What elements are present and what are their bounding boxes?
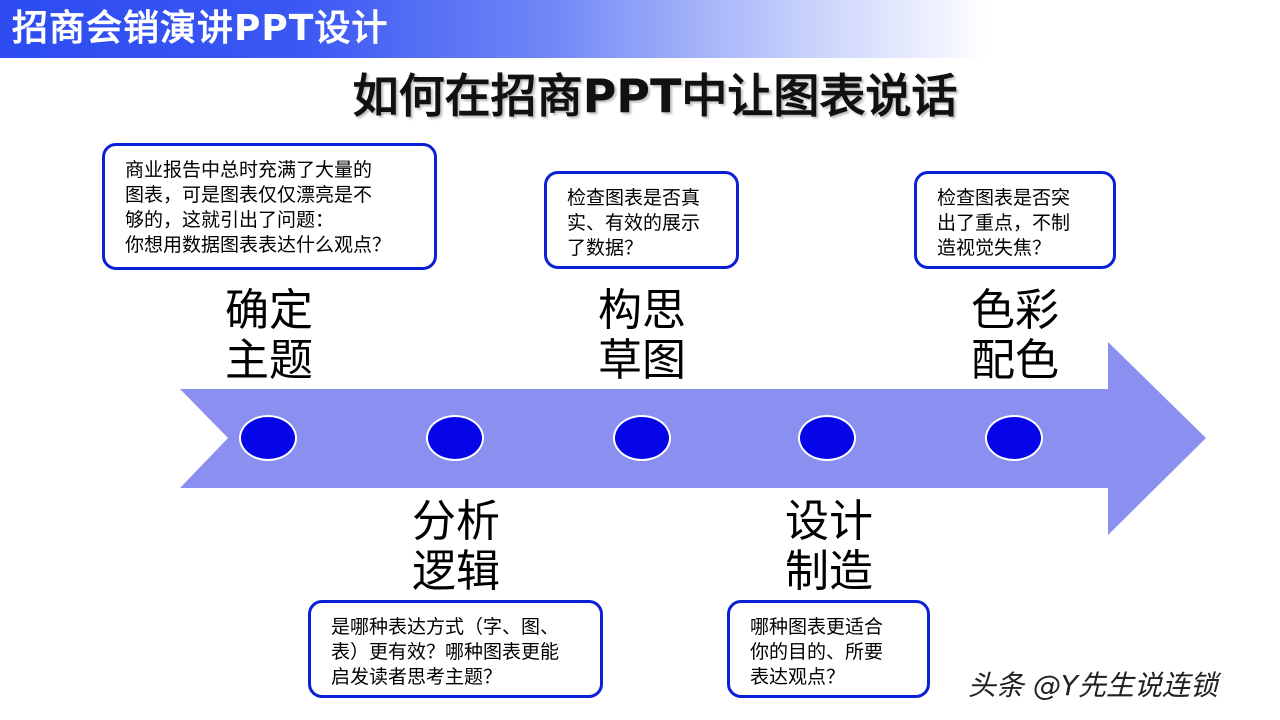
stage-label-4: 设计 制造: [785, 496, 873, 597]
callout-4: 哪种图表更适合 你的目的、所要 表达观点？: [727, 600, 930, 698]
timeline-node-5: [985, 415, 1043, 461]
main-title: 如何在招商PPT中让图表说话: [352, 69, 958, 123]
callout-3: 检查图表是否真 实、有效的展示 了数据？: [544, 171, 739, 269]
header-bar: [0, 0, 990, 58]
stage-label-2: 分析 逻辑: [412, 496, 500, 597]
timeline-node-1: [239, 415, 297, 461]
stage-label-5: 色彩 配色: [971, 285, 1059, 386]
timeline-node-4: [798, 415, 856, 461]
watermark: 头条 @Y先生说连锁: [968, 669, 1219, 702]
stage-label-3: 构思 草图: [598, 285, 686, 386]
callout-5: 检查图表是否突 出了重点，不制 造视觉失焦？: [914, 171, 1116, 269]
arrow-shape: [180, 342, 1206, 535]
timeline-node-3: [613, 415, 671, 461]
stage-label-1: 确定 主题: [225, 285, 313, 386]
header-title: 招商会销演讲PPT设计: [12, 8, 389, 49]
timeline-node-2: [426, 415, 484, 461]
callout-1: 商业报告中总时充满了大量的 图表，可是图表仅仅漂亮是不 够的，这就引出了问题： …: [102, 143, 437, 270]
callout-2: 是哪种表达方式（字、图、 表）更有效？哪种图表更能 启发读者思考主题？: [308, 600, 603, 698]
